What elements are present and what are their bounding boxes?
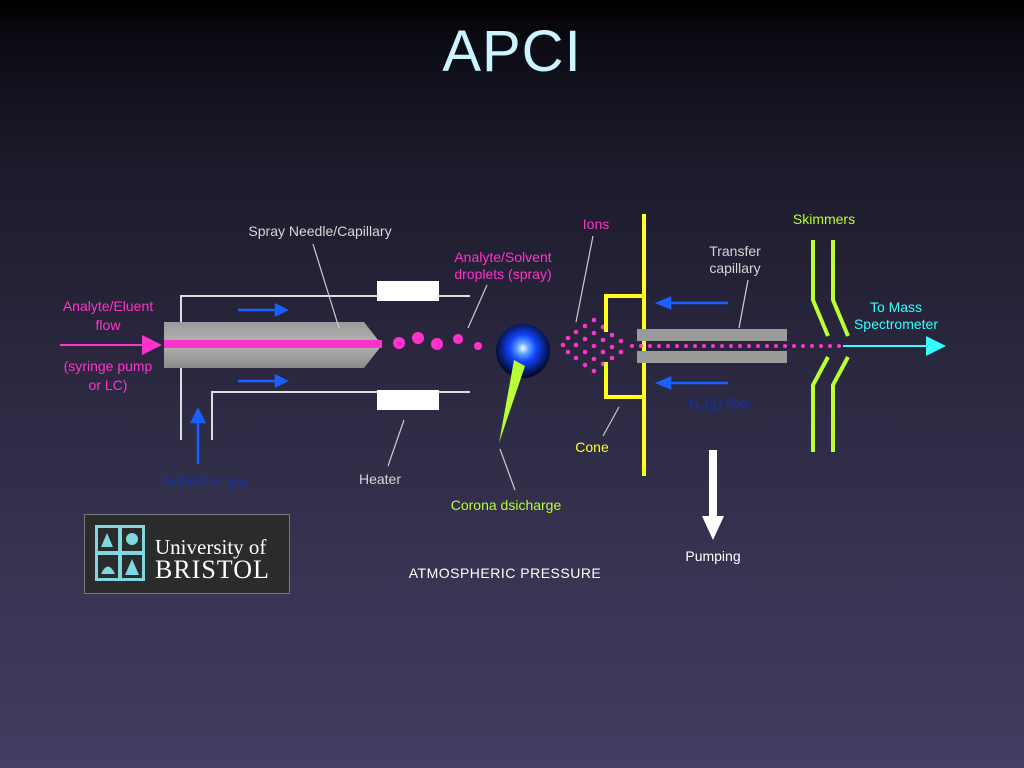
ion-cloud [560,317,624,374]
transfer-capillary-top [637,329,787,341]
capillary-ion-path [630,344,841,348]
label-syringe-2: or LC) [89,377,128,393]
pumping-arrow [702,450,724,540]
label-analyte-flow-1: Analyte/Eluent [63,298,153,314]
n2-flow-arrows [654,296,728,390]
label-cone: Cone [575,439,609,455]
label-syringe-1: (syringe pump [64,358,153,374]
label-corona-discharge: Corona dsicharge [451,497,562,513]
label-transfer-2: capillary [709,260,760,276]
transfer-capillary-bottom [637,351,787,363]
label-to-mass-1: To Mass [870,299,922,315]
label-skimmers: Skimmers [793,211,855,227]
logo-line-2: BRISTOL [155,555,270,584]
sampling-cone [604,214,646,476]
label-atmospheric-pressure: ATMOSPHERIC PRESSURE [409,565,602,581]
skimmers [811,240,850,452]
corona-discharge-glow [496,324,550,378]
label-spray-needle: Spray Needle/Capillary [248,223,391,239]
logo-line-1: University of [155,535,267,559]
label-nebulizer-gas: Nebulizer gas [163,473,249,489]
label-n2-flow: N2(g) flow [689,395,751,415]
heater-block-top [377,281,439,301]
gas-flow-arrows-needle [189,302,289,464]
analyte-flow-channel [164,340,382,348]
bristol-emblem-icon [95,525,145,581]
label-analyte-flow-2: flow [96,317,122,333]
label-to-mass-2: Spectrometer [854,316,938,332]
heater-block-bottom [377,390,439,410]
university-logo: University of BRISTOL [84,514,290,594]
leader-lines [312,235,749,491]
label-transfer-1: Transfer [709,243,761,259]
label-heater: Heater [359,471,401,487]
label-ions: Ions [583,216,609,232]
label-droplets-2: droplets (spray) [454,266,551,282]
slide-title: APCI [442,19,582,84]
spray-droplets [393,332,482,350]
label-pumping: Pumping [685,548,740,564]
corona-needle [499,360,525,443]
label-droplets-1: Analyte/Solvent [454,249,551,265]
